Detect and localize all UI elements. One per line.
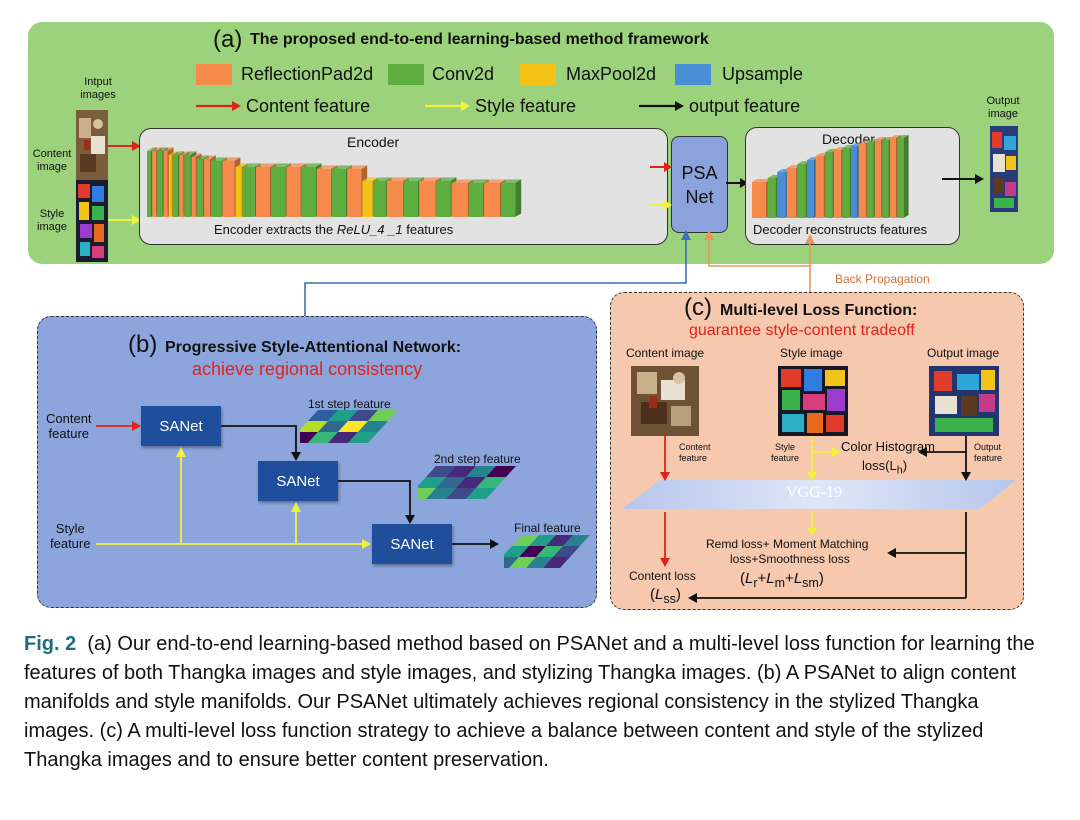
legend-yellow-arrow <box>425 101 470 111</box>
sanet-block-3-label: SANet <box>390 535 434 553</box>
legend-black-arrow <box>639 101 684 111</box>
panel-c-title: Multi-level Loss Function: <box>720 302 918 319</box>
decoder-layers <box>752 135 909 218</box>
panel-c-content-thumbnail <box>631 366 699 436</box>
legend-red-arrow <box>196 101 241 111</box>
panel-a-title: The proposed end-to-end learning-based m… <box>250 31 709 48</box>
panel-b-style-feature-label: Style feature <box>50 521 91 551</box>
remd-loss-formula: (Lr+Lm+Lsm) <box>740 570 824 590</box>
encoder-to-psa-red-arrow <box>650 162 672 172</box>
legend-label-reflectionpad: ReflectionPad2d <box>241 64 374 84</box>
encoder-title: Encoder <box>347 134 400 150</box>
panel-b-title: Progressive Style-Attentional Network: <box>165 339 462 356</box>
step1-feature-label: 1st step feature <box>308 397 391 411</box>
output-image-thumbnail <box>990 126 1018 212</box>
decoder-caption: Decoder reconstructs features <box>753 222 928 237</box>
panel-c-content-image-label: Content image <box>626 346 705 360</box>
content-image-label: Content image <box>32 148 72 173</box>
panel-b-subtitle: achieve regional consistency <box>192 359 423 379</box>
legend-label-output-feature: output feature <box>689 96 801 116</box>
sanet-block-2-label: SANet <box>276 472 320 490</box>
encoder-caption-italic: ReLU_4 _1 <box>336 222 403 237</box>
legend-swatch-conv2d <box>388 64 424 85</box>
color-histogram-label: Color Histogram <box>841 439 935 454</box>
connection-lines <box>304 230 815 316</box>
legend-label-content-feature: Content feature <box>246 96 371 116</box>
panel-c-style-thumbnail <box>778 366 848 436</box>
sanet-block-1: SANet <box>141 406 221 446</box>
encoder-layers <box>147 147 522 217</box>
back-propagation-label: Back Propagation <box>835 272 930 286</box>
caption-text: (a) Our end-to-end learning-based method… <box>24 633 1035 771</box>
sanet-block-3: SANet <box>372 524 452 564</box>
vgg19-label: VGG-19 <box>786 484 842 501</box>
panel-c-arrows <box>660 436 971 603</box>
panel-c-output-feature-label: Output feature <box>974 442 1003 463</box>
final-feature-map <box>504 535 590 569</box>
content-input-arrow <box>108 141 141 151</box>
step2-feature-map <box>418 466 516 500</box>
histogram-loss-subscript: h <box>896 464 903 477</box>
histogram-loss-text: loss(L <box>862 458 897 473</box>
panel-c-style-feature-label: Style feature <box>771 442 800 463</box>
encoder-caption-prefix: Encoder extracts the <box>214 222 337 237</box>
encoder-caption-suffix: features <box>402 222 454 237</box>
style-image-label: Style image <box>37 208 67 233</box>
panel-c-label: (c) <box>684 294 712 321</box>
psa-net-label: PSA Net <box>681 162 718 207</box>
content-image-thumbnail <box>76 110 108 180</box>
vgg19-block <box>622 480 1016 509</box>
panel-c-style-image-label: Style image <box>780 346 843 360</box>
sanet-block-1-label: SANet <box>159 417 203 435</box>
step1-feature-map <box>300 410 396 444</box>
content-loss-label: Content loss <box>629 569 696 583</box>
input-images-label: Intput images <box>80 76 116 101</box>
panel-c-output-image-label: Output image <box>927 346 1000 360</box>
legend-label-maxpool: MaxPool2d <box>566 64 657 84</box>
style-image-thumbnail <box>76 180 108 262</box>
style-input-arrow <box>108 215 141 225</box>
panel-c-output-thumbnail <box>929 366 999 436</box>
final-feature-label: Final feature <box>514 521 581 535</box>
legend-label-conv2d: Conv2d <box>432 64 495 84</box>
psa-net-box: PSA Net <box>671 136 728 233</box>
decoder-output-arrow <box>942 174 984 184</box>
panel-b-content-feature-label: Content feature <box>46 411 92 441</box>
content-loss-formula: (Lss) <box>650 586 681 606</box>
psa-to-decoder-arrow <box>726 178 748 188</box>
sanet-block-2: SANet <box>258 461 338 501</box>
legend-swatch-upsample <box>675 64 711 85</box>
legend-swatch-reflectionpad <box>196 64 232 85</box>
panel-b-label: (b) <box>128 331 158 358</box>
legend-label-style-feature: Style feature <box>475 96 577 116</box>
panel-b-arrows <box>96 421 499 549</box>
panel-c-subtitle: guarantee style-content tradeoff <box>689 322 915 339</box>
encoder-caption: Encoder extracts the ReLU_4 _1 features <box>214 222 453 237</box>
panel-c-content-feature-label: Content feature <box>679 442 711 463</box>
encoder-to-psa-yellow-arrow <box>650 200 672 210</box>
figure-caption: Fig. 2 (a) Our end-to-end learning-based… <box>24 630 1054 775</box>
output-image-label: Output image <box>986 95 1020 120</box>
figure-number: Fig. 2 <box>24 633 77 655</box>
remd-loss-line1: Remd loss+ Moment Matching <box>706 537 869 551</box>
legend-label-upsample: Upsample <box>722 64 804 84</box>
panel-c-background <box>610 292 1024 610</box>
remd-loss-line2: loss+Smoothness loss <box>730 552 850 566</box>
legend-swatch-maxpool <box>520 64 556 85</box>
step2-feature-label: 2nd step feature <box>434 452 521 466</box>
histogram-loss-formula: loss(Lh) <box>862 458 908 477</box>
panel-a-label: (a) <box>213 26 243 53</box>
